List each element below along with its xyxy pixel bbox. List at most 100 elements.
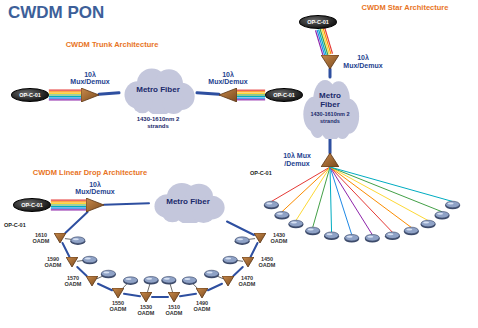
node-text: 10λ Mux/Demux (73, 181, 117, 196)
oadm-triangle (254, 233, 266, 243)
fan-fiber (330, 167, 453, 202)
text-group: 1450 OADM (256, 256, 278, 268)
triangle-fill (242, 257, 254, 267)
onu-body (223, 256, 237, 263)
triangle-fill (219, 88, 237, 102)
onu-highlight (406, 228, 412, 230)
triangle-fill (66, 257, 78, 267)
onu-body (235, 237, 249, 244)
onu-highlight (164, 278, 170, 280)
onu-highlight (308, 228, 314, 230)
fiber-line (197, 93, 219, 95)
onu-device (144, 276, 159, 284)
wavelength-line (51, 203, 86, 204)
oadm-triangle (168, 292, 180, 302)
onu-device (305, 227, 320, 235)
wavelength-line (51, 209, 86, 210)
triangle-fill (81, 88, 99, 102)
oadm-node: 1470 OADM (222, 275, 258, 287)
onu-base (324, 232, 339, 240)
fiber-line (251, 243, 258, 257)
oadm-triangle (86, 276, 98, 286)
text-group: 1570 OADM (62, 275, 84, 287)
onu-body (71, 237, 85, 244)
fiber-line (63, 243, 70, 257)
onu-body (162, 276, 176, 283)
onu-highlight (146, 278, 152, 280)
node-text: OP-C-01 (307, 19, 329, 25)
fan-fiber (313, 167, 330, 227)
text-group: 1530 OADM (135, 304, 157, 316)
fiber-connector (315, 28, 332, 57)
triangle-fill (54, 233, 66, 243)
onu-device (445, 201, 460, 209)
wavelength-line (51, 208, 86, 209)
oadm-triangle (196, 288, 208, 298)
fan-fiber (330, 167, 442, 212)
cloud-puff (132, 92, 152, 113)
text-group: 1430 OADM (268, 232, 290, 244)
fiber-line (227, 222, 254, 236)
fiber-line (329, 69, 332, 77)
onu-base (70, 237, 85, 245)
text-group: 1490 OADM (191, 300, 213, 312)
onu-body (446, 201, 460, 208)
onu-body (325, 232, 339, 239)
triangle-fill (168, 292, 180, 302)
fiber-connector (251, 243, 258, 257)
fan-fiber (330, 167, 428, 221)
node-text: 10λ Mux/Demux (68, 71, 112, 86)
node-text: 1430 OADM (268, 232, 290, 244)
node-text: Metro Fiber (136, 86, 180, 95)
wavelength-line (49, 93, 81, 94)
triangle-fill (86, 276, 98, 286)
node-text: 10λ Mux/Demux (206, 71, 250, 86)
text-group: 1470 OADM (236, 275, 258, 287)
onu-base (204, 271, 219, 279)
onu-device (385, 232, 400, 240)
oadm-node: 1430 OADM (254, 232, 290, 244)
node-text: 1510 OADM (163, 304, 185, 316)
onu-highlight (103, 272, 109, 274)
onu-body (205, 270, 219, 277)
mux-demux: 10λ Mux /Demux (275, 152, 339, 167)
fiber-connector (227, 222, 254, 236)
fiber-line (99, 93, 119, 94)
onu-highlight (448, 203, 454, 205)
onu-device (235, 237, 250, 245)
section-heading: CWDM Star Architecture (362, 3, 449, 12)
wavelength-line (51, 204, 86, 205)
oadm-node: 1570 OADM (62, 275, 98, 287)
onu-base (123, 277, 138, 285)
fiber-line (104, 203, 149, 204)
onu-body (83, 256, 97, 263)
onu-base (182, 277, 197, 285)
onu-base (421, 221, 436, 229)
onu-base (404, 228, 419, 236)
onu-base (274, 212, 289, 220)
onu-device (182, 277, 197, 285)
fiber-connector (98, 284, 112, 290)
wavelength-line (49, 98, 81, 99)
onu-device (70, 237, 85, 245)
onu-highlight (73, 238, 79, 240)
metro-fiber-cloud: Metro Fiber1430-1610nm 2 strands (299, 77, 361, 139)
metro-fiber-cloud: Metro Fiber (119, 66, 197, 114)
onu-body (275, 211, 289, 218)
onu-device (264, 201, 279, 209)
onu-highlight (225, 258, 231, 260)
onu-device (324, 232, 339, 240)
text-group: Metro Fiber (166, 198, 210, 207)
wavelength-line (51, 201, 86, 202)
mux-triangle (219, 88, 237, 102)
onu-device (123, 277, 138, 285)
text-group: OP-C-01 (21, 202, 43, 208)
onu-base (235, 237, 250, 245)
fiber-connector (237, 90, 265, 100)
oadm-node: 1610 OADM (30, 232, 66, 244)
onu-highlight (327, 233, 333, 235)
section-heading: CWDM Linear Drop Architecture (33, 168, 147, 177)
onu-device (421, 220, 436, 228)
device-label: OP-C-01 (4, 222, 26, 228)
onu-body (404, 227, 418, 234)
